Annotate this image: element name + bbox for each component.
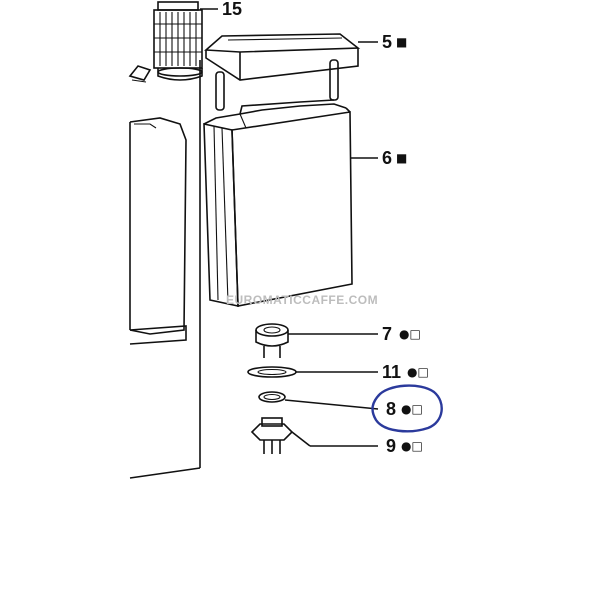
- callout-5: 5 ■: [382, 32, 407, 52]
- part-number-5: 5: [382, 32, 392, 52]
- part-number-6: 6: [382, 148, 392, 168]
- leader-line-8: [284, 399, 379, 410]
- part-number-15: 15: [222, 0, 242, 19]
- water-tank-drawing: [203, 99, 353, 307]
- callout-11: 11 ●□: [382, 362, 429, 382]
- watermark-text: EUROMATICCAFFE.COM: [226, 293, 378, 307]
- part-markers-5: ■: [396, 35, 407, 49]
- o-ring-part-drawing: [258, 391, 286, 403]
- callout-7: 7 ●□: [382, 324, 421, 344]
- part-number-8: 8: [386, 399, 396, 419]
- part-number-7: 7: [382, 324, 392, 344]
- part-markers-11: ●□: [407, 365, 429, 379]
- gasket-part-drawing: [247, 366, 297, 378]
- part-number-11: 11: [382, 362, 401, 382]
- callout-15: 15: [222, 0, 242, 19]
- leader-line-9: [291, 431, 311, 447]
- part-markers-6: ■: [396, 151, 407, 165]
- valve-part-drawing: [255, 323, 289, 358]
- part-markers-9: ●□: [401, 439, 423, 453]
- valve-base-part-drawing: [250, 417, 294, 454]
- reservoir-lid-drawing: [204, 33, 361, 111]
- part-markers-8: ●□: [401, 402, 423, 416]
- machine-body-drawing: [128, 60, 201, 479]
- filter-cartridge-drawing: [153, 1, 203, 81]
- callout-9: 9 ●□: [386, 436, 423, 456]
- part-number-9: 9: [386, 436, 396, 456]
- callout-6: 6 ■: [382, 148, 407, 168]
- highlight-circle: [371, 384, 443, 433]
- callout-8: 8 ●□: [371, 384, 443, 433]
- part-markers-7: ●□: [399, 327, 421, 341]
